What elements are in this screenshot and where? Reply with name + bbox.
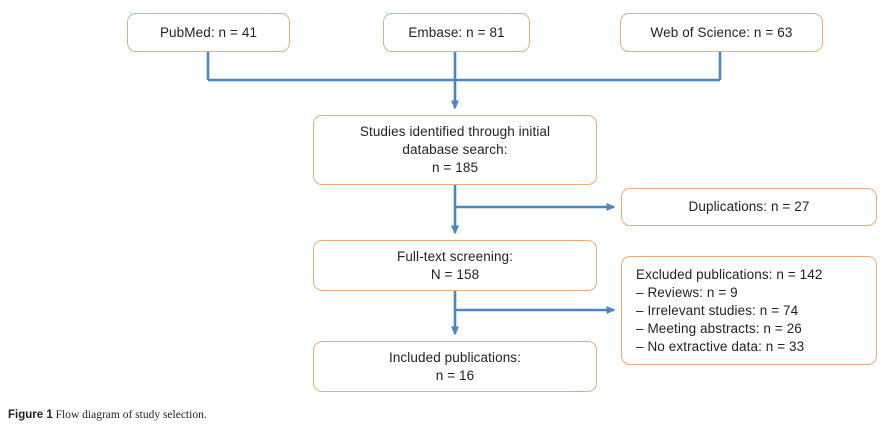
node-full-text-screening: Full-text screening: N = 158: [313, 240, 597, 291]
node-excluded-line1: Excluded publications: n = 142: [636, 266, 823, 282]
connector-lines: [206, 52, 722, 336]
figure-caption-text: Flow diagram of study selection.: [55, 409, 207, 421]
node-web-of-science-label: Web of Science: n = 63: [650, 24, 793, 40]
node-included-publications: Included publications: n = 16: [313, 341, 597, 392]
figure-caption-label: Figure: [8, 409, 44, 421]
node-studies-identified-line3: n = 185: [431, 160, 479, 175]
node-pubmed: PubMed: n = 41: [127, 13, 290, 52]
node-embase: Embase: n = 81: [383, 13, 530, 52]
node-studies-identified-line1: Studies identified through initial: [359, 124, 551, 139]
figure-caption-number: 1: [46, 409, 53, 421]
node-included-line1: Included publications:: [388, 349, 522, 365]
node-pubmed-label: PubMed: n = 41: [159, 24, 258, 40]
node-excluded-line5: – No extractive data: n = 33: [636, 338, 805, 354]
figure-caption: Figure 1 Flow diagram of study selection…: [8, 408, 207, 422]
node-web-of-science: Web of Science: n = 63: [620, 13, 823, 52]
node-full-text-screening-line1: Full-text screening:: [396, 248, 514, 264]
node-included-line2: n = 16: [435, 367, 475, 383]
node-studies-identified-line2: database search:: [402, 142, 508, 157]
node-studies-identified: Studies identified through initial datab…: [313, 115, 597, 185]
node-duplications-label: Duplications: n = 27: [688, 199, 810, 214]
node-full-text-screening-line2: N = 158: [430, 266, 480, 282]
node-excluded-line2: – Reviews: n = 9: [636, 284, 738, 300]
node-excluded-line4: – Meeting abstracts: n = 26: [636, 320, 802, 336]
node-excluded-line3: – Irrelevant studies: n = 74: [636, 302, 799, 318]
flow-diagram: PubMed: n = 41 Embase: n = 81 Web of Sci…: [127, 13, 877, 392]
node-duplications: Duplications: n = 27: [621, 188, 877, 226]
node-embase-label: Embase: n = 81: [408, 24, 505, 40]
node-excluded-publications: Excluded publications: n = 142 – Reviews…: [621, 256, 877, 365]
